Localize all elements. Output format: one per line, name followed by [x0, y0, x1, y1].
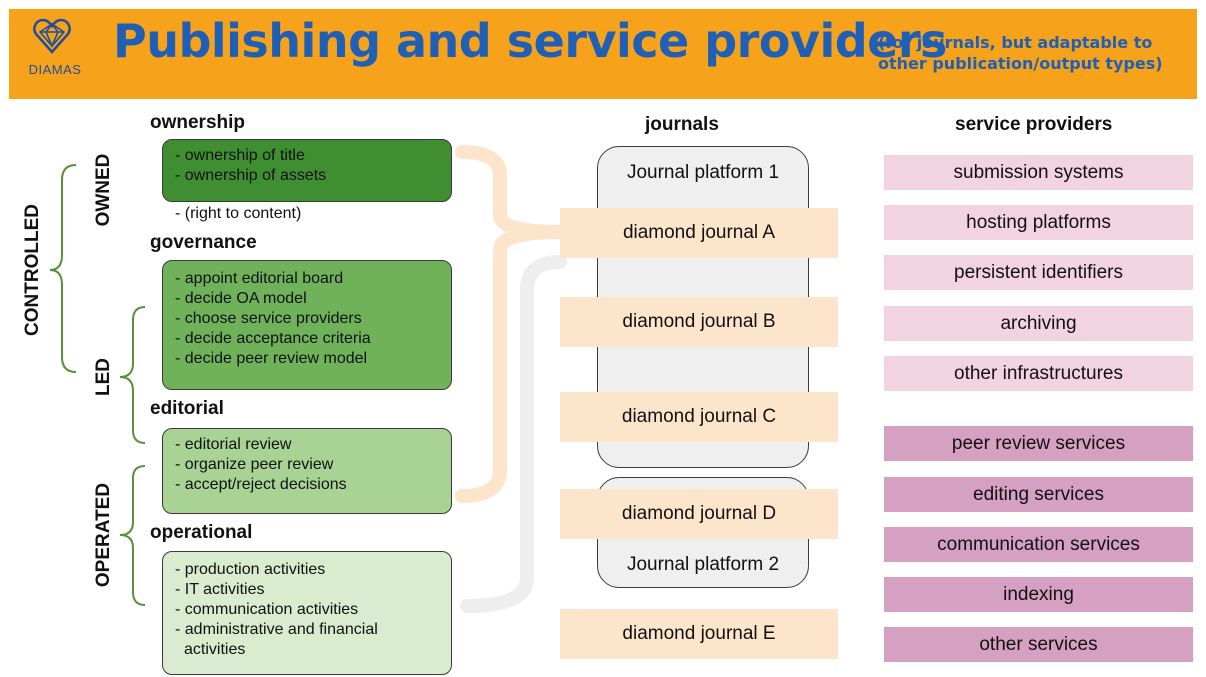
led-label: LED	[93, 358, 114, 396]
service-item: editing services	[884, 477, 1193, 512]
infrastructure-item: other infrastructures	[884, 356, 1193, 391]
operational-item: - communication activities	[175, 601, 359, 618]
editorial-item: - organize peer review	[175, 456, 334, 473]
operational-connector	[460, 255, 567, 613]
operated-label: OPERATED	[93, 482, 114, 588]
governance-item: - decide OA model	[175, 290, 307, 307]
editorial-item: - editorial review	[175, 436, 292, 453]
logo-text: DIAMAS	[28, 62, 82, 77]
service-item: communication services	[884, 527, 1193, 562]
operational-heading: operational	[150, 522, 253, 543]
governance-item: - choose service providers	[175, 310, 362, 327]
service-item: other services	[884, 627, 1193, 662]
ownership-box: - ownership of title - ownership of asse…	[162, 139, 452, 202]
page-subtitle: (for journals, but adaptable to other pu…	[878, 33, 1163, 73]
journal-item: diamond journal D	[560, 489, 838, 539]
service-providers-heading: service providers	[955, 114, 1113, 135]
operational-item: - administrative and financial	[175, 621, 378, 638]
infrastructure-item: hosting platforms	[884, 205, 1193, 240]
service-item: indexing	[884, 577, 1193, 612]
editorial-heading: editorial	[150, 398, 224, 419]
diamas-logo-icon	[33, 18, 71, 54]
operational-item: - production activities	[175, 561, 326, 578]
infrastructure-item: archiving	[884, 306, 1193, 341]
journal-item: diamond journal B	[560, 297, 838, 347]
governance-item: - appoint editorial board	[175, 270, 344, 287]
governance-item: - decide acceptance criteria	[175, 330, 371, 347]
journal-item: diamond journal C	[560, 392, 838, 442]
service-item: peer review services	[884, 426, 1193, 461]
header-banner	[9, 9, 1197, 99]
journal-item: diamond journal A	[560, 208, 838, 258]
infrastructure-item: persistent identifiers	[884, 255, 1193, 290]
journals-heading: journals	[645, 114, 719, 135]
journal-item: diamond journal E	[560, 609, 838, 659]
owned-label: OWNED	[93, 153, 114, 227]
ownership-item: - ownership of title	[175, 147, 305, 164]
journal-platform-1-label: Journal platform 1	[626, 162, 780, 183]
operated-bracket	[119, 465, 146, 606]
operational-box: - production activities - IT activities …	[162, 551, 452, 675]
journal-platform-2-label: Journal platform 2	[626, 554, 780, 575]
governance-box: - appoint editorial board - decide OA mo…	[162, 260, 452, 390]
editorial-item: - accept/reject decisions	[175, 476, 347, 493]
ownership-item: - ownership of assets	[175, 167, 327, 184]
operational-item: activities	[184, 641, 246, 658]
led-bracket	[119, 306, 146, 444]
control-brace	[455, 145, 567, 503]
editorial-box: - editorial review - organize peer revie…	[162, 428, 452, 514]
controlled-bracket	[49, 164, 77, 373]
controlled-label: CONTROLLED	[22, 204, 43, 336]
governance-item: - decide peer review model	[175, 350, 368, 367]
ownership-heading: ownership	[150, 112, 246, 133]
page-title: Publishing and service providers	[113, 14, 947, 68]
ownership-note: - (right to content)	[175, 205, 302, 222]
operational-item: - IT activities	[175, 581, 265, 598]
governance-heading: governance	[150, 232, 257, 253]
infrastructure-item: submission systems	[884, 155, 1193, 190]
